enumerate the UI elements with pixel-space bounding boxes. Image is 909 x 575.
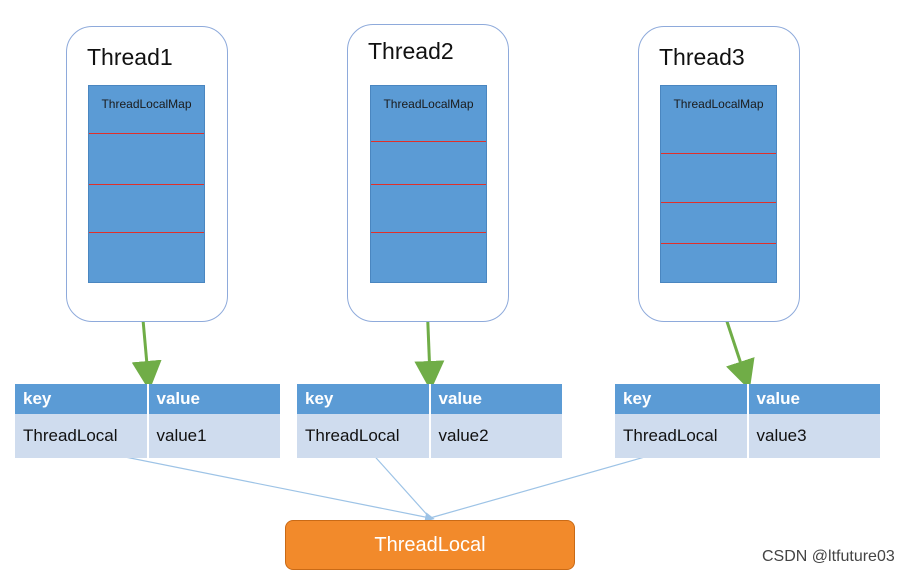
link-line-3 [429, 446, 681, 519]
watermark: CSDN @ltfuture03 [762, 548, 895, 565]
thread-1-map-label: ThreadLocalMap [101, 97, 192, 111]
thread-2-map: ThreadLocalMap [370, 85, 487, 283]
map-entry-divider [661, 243, 776, 244]
value-header: value [747, 384, 880, 414]
key-cell: ThreadLocal [297, 414, 431, 458]
key-header: key [15, 384, 149, 414]
value-cell: value1 [147, 414, 280, 458]
entry-table-1: key value ThreadLocal value1 [15, 384, 280, 458]
value-cell: value3 [747, 414, 880, 458]
key-header: key [615, 384, 749, 414]
thread-3-map-label: ThreadLocalMap [673, 97, 764, 111]
key-header: key [297, 384, 431, 414]
value-header: value [429, 384, 562, 414]
entry-table-2: key value ThreadLocal value2 [297, 384, 562, 458]
value-cell: value2 [429, 414, 562, 458]
map-entry-divider [89, 232, 204, 233]
map-entry-divider [89, 133, 204, 134]
thread-3-title: Thread3 [659, 44, 745, 70]
link-line-1 [74, 446, 435, 522]
map-entry-divider [661, 153, 776, 154]
thread-2-map-label: ThreadLocalMap [383, 97, 474, 111]
thread-2-title: Thread2 [368, 38, 454, 64]
thread-1-title: Thread1 [87, 44, 173, 70]
map-entry-divider [89, 184, 204, 185]
map-entry-divider [371, 232, 486, 233]
threadlocal-box: ThreadLocal [285, 520, 575, 570]
entry-table-3: key value ThreadLocal value3 [615, 384, 880, 458]
key-cell: ThreadLocal [615, 414, 749, 458]
map-entry-divider [661, 202, 776, 203]
key-cell: ThreadLocal [15, 414, 149, 458]
map-entry-divider [371, 184, 486, 185]
value-header: value [147, 384, 280, 414]
thread-3-map: ThreadLocalMap [660, 85, 777, 283]
map-entry-divider [371, 141, 486, 142]
thread-1-map: ThreadLocalMap [88, 85, 205, 283]
